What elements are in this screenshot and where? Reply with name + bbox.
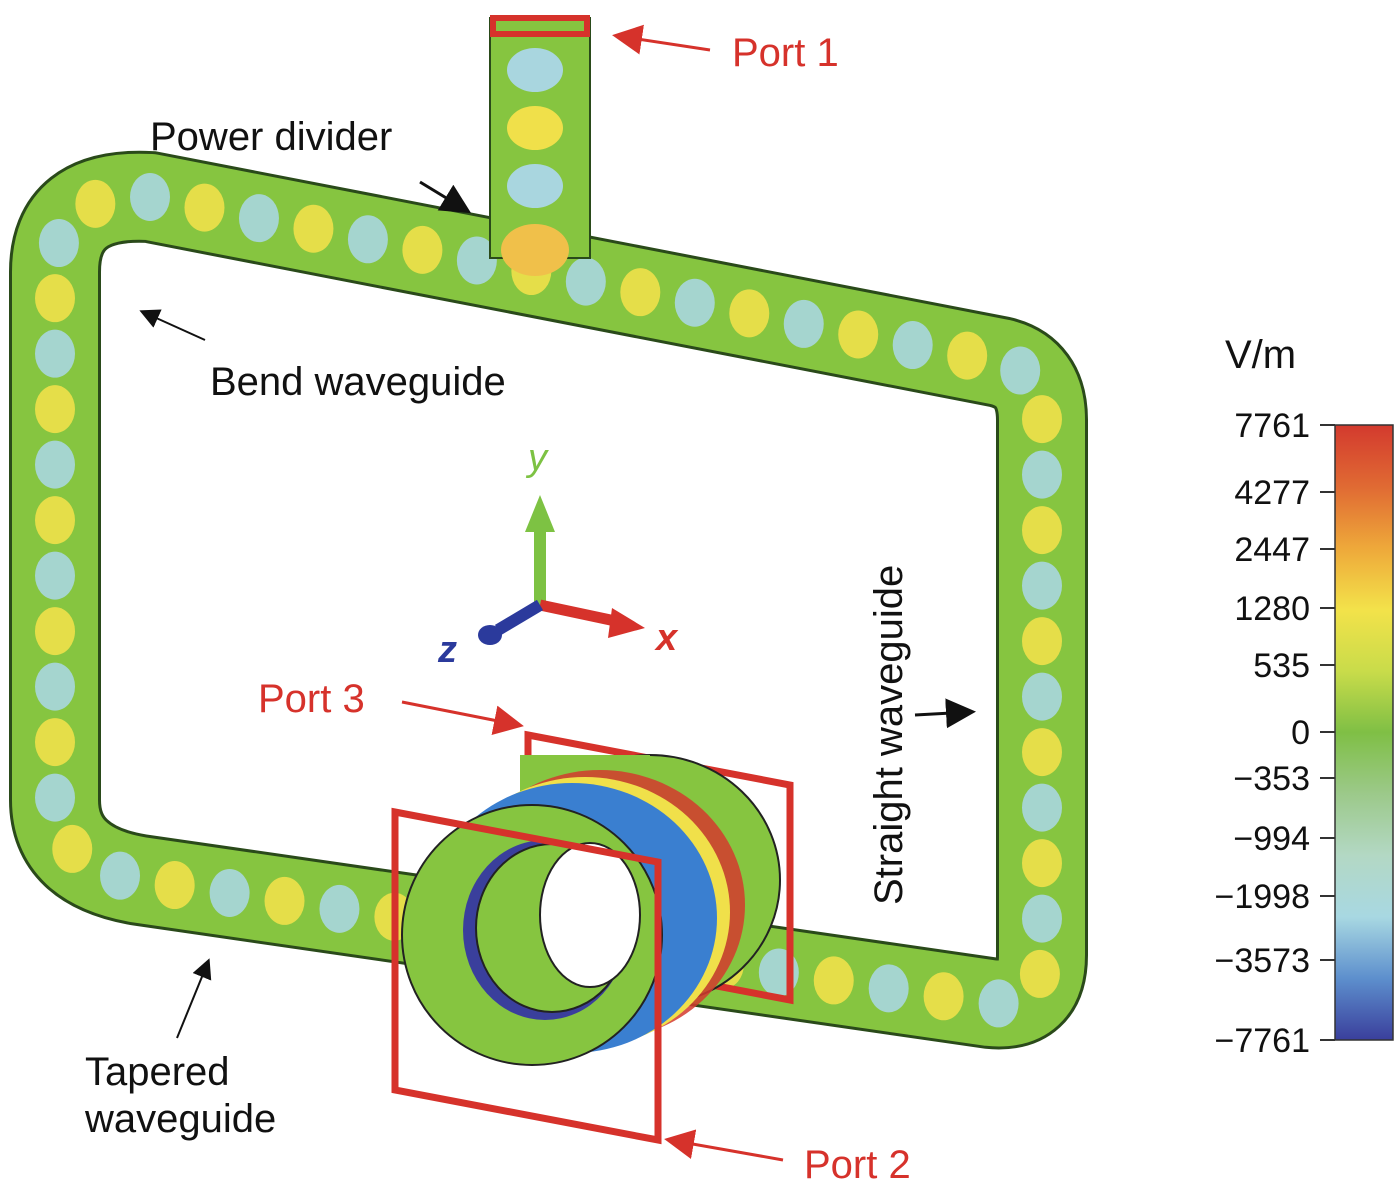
colorbar-tick-label: 2447 [1234, 531, 1310, 569]
field-lobe [729, 289, 770, 338]
field-lobe [293, 204, 334, 253]
coaxial-cavity [391, 730, 794, 1145]
field-lobe [838, 310, 879, 359]
field-lobe [35, 662, 76, 711]
tapered-waveguide-label-line1: Tapered [85, 1050, 230, 1094]
field-lobe [319, 884, 360, 933]
field-lobe [1022, 450, 1062, 499]
field-lobe [892, 321, 933, 370]
field-lobe [783, 299, 824, 348]
tapered-waveguide-label-line2: waveguide [84, 1097, 276, 1141]
field-lobe [868, 964, 909, 1013]
ring-waveguide [8, 150, 1088, 1050]
port1-box [490, 15, 590, 37]
field-lobe [35, 385, 76, 434]
straight-waveguide-label: Straight waveguide [867, 565, 911, 905]
port2-label: Port 2 [804, 1143, 911, 1185]
port1-label: Port 1 [732, 31, 839, 75]
field-lobe [75, 179, 116, 228]
bend-waveguide-label: Bend waveguide [210, 360, 506, 404]
annotations: Port 1 Power divider Bend waveguide Stra… [84, 24, 976, 1187]
axis-y-label: y [525, 437, 549, 479]
field-lobe [456, 236, 497, 285]
field-lobe [947, 331, 988, 380]
field-lobe [35, 551, 76, 600]
power-divider-arm [489, 15, 591, 276]
field-lobe [565, 257, 606, 306]
colorbar-tick-label: 535 [1253, 647, 1310, 685]
colorbar-unit: V/m [1225, 333, 1296, 377]
field-lobe [184, 183, 225, 232]
field-lobe [978, 979, 1019, 1028]
field-lobe [1022, 561, 1062, 610]
field-lobe [209, 868, 250, 917]
field-lobe [35, 329, 75, 378]
field-lobe [923, 972, 964, 1021]
power-divider-label: Power divider [150, 115, 392, 159]
field-lobe [35, 718, 76, 767]
field-lobe [35, 274, 75, 323]
colorbar-tick-label: 4277 [1234, 474, 1310, 512]
field-lobe [35, 496, 76, 545]
field-lobe [264, 876, 305, 925]
coordinate-axes: y x z [437, 437, 679, 671]
axis-z-label: z [437, 629, 457, 671]
field-lobe [402, 225, 443, 274]
field-lobe [620, 268, 661, 317]
field-lobe [1022, 506, 1062, 555]
colorbar: V/m 7761 4277 2447 1280 535 0 −353 −994 −1998 −35… [1215, 333, 1394, 1060]
field-lobe [35, 607, 76, 656]
field-lobe [674, 278, 715, 327]
field-lobe [1019, 949, 1060, 998]
field-lobe [130, 173, 170, 221]
field-lobe [347, 215, 388, 264]
field-lobe [1022, 672, 1062, 721]
axis-x-label: x [654, 617, 679, 659]
field-lobe [238, 194, 279, 243]
field-lobe [813, 956, 854, 1005]
colorbar-tick-label: −1998 [1215, 878, 1311, 916]
field-lobe [1022, 839, 1062, 888]
field-lobe [1022, 894, 1062, 943]
colorbar-tick-label: 1280 [1234, 590, 1310, 628]
field-lobe [35, 773, 76, 822]
field-lobe [154, 861, 195, 910]
colorbar-tick-label: 7761 [1234, 407, 1310, 445]
field-lobe [1000, 346, 1041, 395]
colorbar-scale [1334, 424, 1394, 1041]
field-lobe [1022, 783, 1062, 832]
field-lobe [1022, 617, 1062, 666]
port3-label: Port 3 [258, 677, 365, 721]
colorbar-tick-label: 0 [1291, 714, 1310, 752]
field-lobe [38, 219, 79, 268]
field-lobe [100, 851, 141, 900]
field-lobe [1022, 728, 1062, 777]
colorbar-tick-label: −353 [1233, 760, 1310, 798]
colorbar-tick-label: −994 [1233, 820, 1310, 858]
colorbar-tick-label: −3573 [1215, 942, 1311, 980]
field-lobe [52, 824, 93, 873]
field-lobe [35, 440, 76, 489]
colorbar-tick-label: −7761 [1215, 1022, 1311, 1060]
field-lobe [1021, 395, 1062, 444]
port2-box [391, 807, 662, 1145]
